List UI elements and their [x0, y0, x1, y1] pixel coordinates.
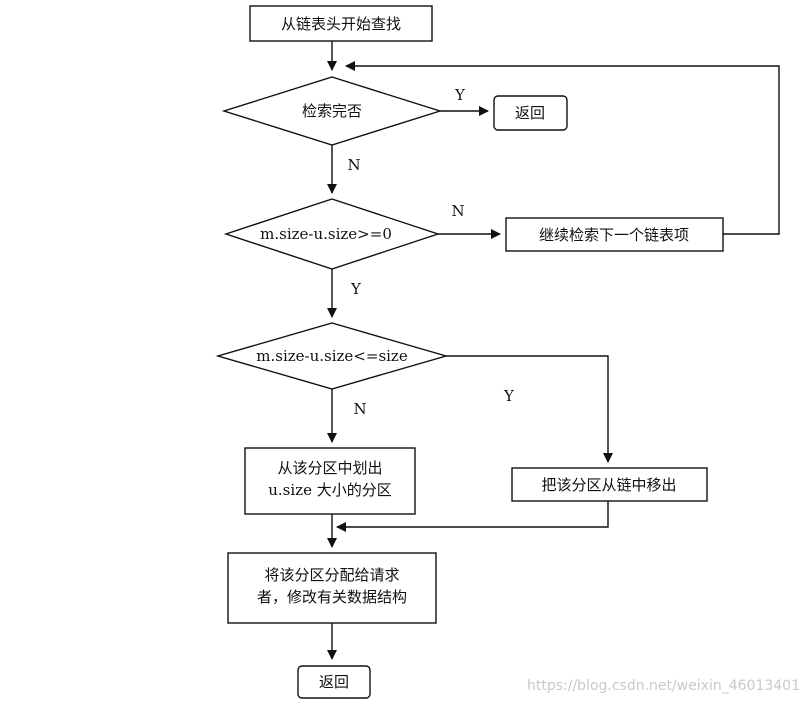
remove-box	[511, 467, 708, 502]
size-ge-label: m.size-u.size>=0	[260, 225, 392, 243]
arrow-remove-join	[336, 501, 609, 532]
split-label-line2: u.size 大小的分区	[268, 481, 391, 499]
return-bottom-label: 返回	[319, 673, 349, 691]
ge-no-label: N	[451, 202, 464, 220]
return-bottom-box	[297, 665, 371, 699]
le-no-label: N	[353, 400, 366, 418]
split-box	[244, 447, 416, 515]
watermark: https://blog.csdn.net/weixin_46013401	[527, 678, 800, 694]
arrow-loop-back	[345, 61, 780, 235]
arrow-le-yes	[446, 355, 613, 463]
split-label-line1: 从该分区中划出	[277, 459, 382, 477]
alloc-label-line1: 将该分区分配给请求	[264, 566, 399, 584]
start-box	[249, 5, 433, 42]
le-yes-label: Y	[503, 387, 515, 405]
done-no-label: N	[347, 156, 360, 174]
start-label: 从链表头开始查找	[281, 15, 401, 33]
remove-label: 把该分区从链中移出	[541, 476, 676, 494]
alloc-label-line2: 者，修改有关数据结构	[257, 588, 407, 606]
return-top-box	[493, 95, 568, 131]
next-item-label: 继续检索下一个链表项	[539, 226, 689, 244]
check-done-label: 检索完否	[302, 102, 362, 120]
done-yes-label: Y	[454, 86, 466, 104]
alloc-box	[227, 552, 437, 624]
return-top-label: 返回	[515, 104, 545, 122]
ge-yes-label: Y	[350, 280, 362, 298]
size-le-label: m.size-u.size<=size	[256, 347, 408, 365]
